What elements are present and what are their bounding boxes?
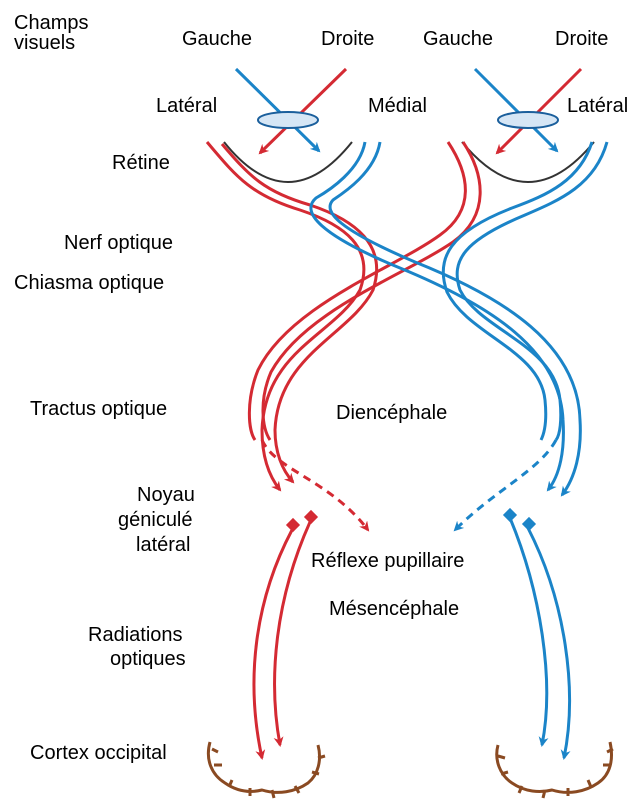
right-optic-radiations	[508, 517, 571, 760]
label-diencephalon: Diencéphale	[336, 402, 448, 424]
label-optic-tract: Tractus optique	[30, 398, 168, 420]
left-eye-field-gauche: Gauche	[182, 28, 253, 50]
label-lgn-line1: Noyau	[137, 484, 195, 506]
left-occipital-cortex	[206, 741, 326, 799]
right-lgn-diamond-2	[521, 516, 537, 532]
visual-fields-title-line1: Champs	[14, 12, 89, 34]
left-eye-field-droite: Droite	[321, 28, 375, 50]
right-eye-blue-fibers	[441, 141, 609, 441]
label-lateral-right: Latéral	[567, 95, 629, 117]
label-lgn-line2: géniculé	[118, 509, 193, 531]
left-eye-red-fibers	[205, 141, 379, 492]
right-lgn-diamond-1	[502, 507, 518, 523]
right-eye-blue-ray	[473, 67, 559, 153]
blue-pupillary-branch	[453, 439, 558, 532]
right-eye-light-rays	[473, 67, 583, 155]
right-eye-field-droite: Droite	[555, 28, 609, 50]
left-eye-light-rays	[234, 67, 348, 155]
left-lgn-diamond-2	[303, 509, 319, 525]
visual-fields-title-line2: visuels	[14, 32, 76, 54]
label-lgn-line3: latéral	[136, 534, 191, 556]
left-optic-radiations	[252, 521, 312, 760]
label-occipital-cortex: Cortex occipital	[30, 742, 167, 764]
left-eye-lens	[257, 111, 319, 129]
label-radiations-line2: optiques	[110, 648, 186, 670]
label-optic-chiasm: Chiasma optique	[14, 272, 165, 294]
left-eye-blue-ray	[234, 67, 321, 153]
red-pupillary-branch	[260, 439, 370, 532]
left-eye-blue-fibers	[309, 141, 582, 497]
label-lateral-left: Latéral	[156, 95, 218, 117]
right-eye-retina-arc	[461, 141, 595, 183]
right-occipital-cortex	[495, 741, 614, 799]
label-medial: Médial	[368, 95, 427, 117]
left-lgn-diamond-1	[285, 517, 301, 533]
right-eye-red-fibers	[247, 141, 482, 441]
label-mesencephalon: Mésencéphale	[329, 598, 460, 620]
right-eye-red-ray	[495, 67, 583, 155]
right-eye-lens	[497, 111, 559, 129]
label-retina: Rétine	[112, 152, 170, 174]
right-eye-field-gauche: Gauche	[423, 28, 494, 50]
left-eye-red-ray	[258, 67, 348, 155]
label-radiations-line1: Radiations	[88, 624, 183, 646]
label-optic-nerve: Nerf optique	[64, 232, 173, 254]
left-eye-retina-arc	[223, 141, 353, 183]
label-pupillary-reflex: Réflexe pupillaire	[311, 550, 465, 572]
